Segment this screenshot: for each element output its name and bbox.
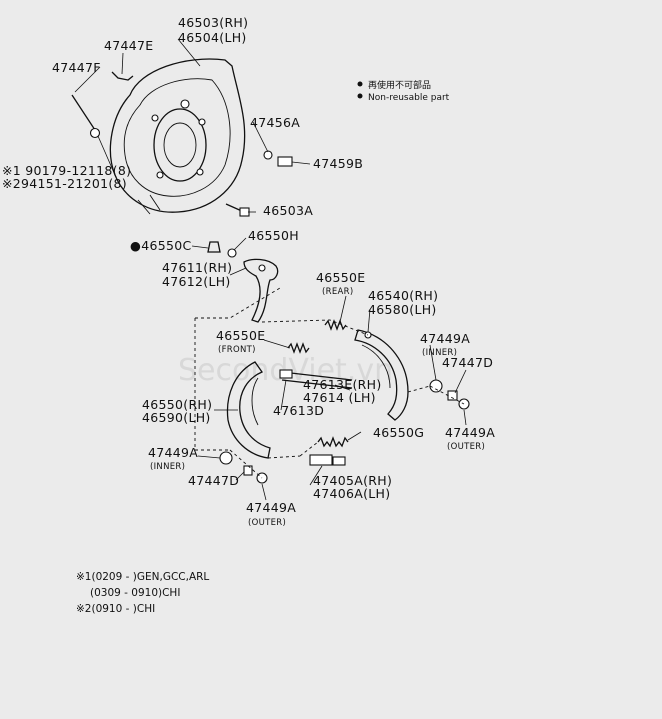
label-46503-rh: 46503(RH) — [178, 15, 248, 30]
bolt-47447f — [71, 94, 101, 139]
label-outer-bottom: (OUTER) — [248, 518, 286, 528]
washer-47456a — [263, 150, 273, 160]
label-46590-lh: 46590(LH) — [142, 410, 211, 425]
label-94151: ※294151-21201(8) — [2, 176, 127, 191]
strut-47405a — [309, 454, 346, 466]
label-46550e-front: 46550E — [216, 328, 265, 343]
label-47614-lh: 47614 (LH) — [303, 390, 376, 405]
label-46550h: 46550H — [248, 228, 299, 243]
legend-line-1: 再使用不可部品 — [368, 79, 431, 91]
label-outer-right: (OUTER) — [447, 442, 485, 452]
legend: 再使用不可部品 Non-reusable part — [357, 79, 450, 103]
label-46503a: 46503A — [263, 203, 313, 218]
label-47613e-rh: 47613E(RH) — [303, 377, 382, 392]
label-47611-rh: 47611(RH) — [162, 260, 232, 275]
label-front: (FRONT) — [218, 345, 256, 355]
label-46550g: 46550G — [373, 425, 424, 440]
spring-47447d-left — [243, 465, 253, 476]
label-47613d: 47613D — [273, 403, 324, 418]
bullet-icon — [357, 81, 363, 87]
note-1: ※1(0209 - )GEN,GCC,ARL — [76, 571, 209, 583]
label-47447d-left: 47447D — [188, 473, 239, 488]
label-47406a-lh: 47406A(LH) — [313, 486, 390, 501]
note-3: ※2(0910 - )CHI — [76, 603, 155, 615]
label-47447f: 47447F — [52, 60, 101, 75]
label-47612-lh: 47612(LH) — [162, 274, 231, 289]
backing-plate — [109, 58, 246, 215]
label-46550-rh: 46550(RH) — [142, 397, 212, 412]
label-47449a-inner-left: 47449A — [148, 445, 198, 460]
label-rear: (REAR) — [322, 287, 353, 297]
brake-shoe-46550 — [226, 361, 271, 459]
bolt-46503a — [225, 203, 250, 217]
spring-46550e-rear — [324, 319, 347, 331]
label-47405a-rh: 47405A(RH) — [313, 473, 392, 488]
label-47447e: 47447E — [104, 38, 153, 53]
bolt-47459b — [277, 156, 311, 167]
pin-46550h — [227, 248, 237, 258]
label-47449a-inner-right: 47449A — [420, 331, 470, 346]
note-2: (0309 - 0910)CHI — [90, 587, 180, 599]
clip-46550c — [207, 241, 221, 253]
label-47449a-outer-right: 47449A — [445, 425, 495, 440]
cup-47449a-inner-right — [429, 379, 443, 393]
bullet-icon — [357, 93, 363, 99]
spring-46550g — [317, 436, 349, 448]
label-46540-rh: 46540(RH) — [368, 288, 438, 303]
spring-46550e-front — [287, 342, 310, 354]
cup-47449a-inner-left — [219, 451, 233, 465]
label-46550c: ●46550C — [130, 238, 192, 253]
label-47447d-right: 47447D — [442, 355, 493, 370]
label-47449a-outer-bottom: 47449A — [246, 500, 296, 515]
parking-lever-47611 — [243, 258, 279, 323]
label-47459b: 47459B — [313, 156, 363, 171]
label-inner-left: (INNER) — [150, 462, 185, 472]
label-90179: ※1 90179-12118(8) — [2, 163, 131, 178]
label-46580-lh: 46580(LH) — [368, 302, 437, 317]
label-46504-lh: 46504(LH) — [178, 30, 247, 45]
legend-line-2: Non-reusable part — [368, 93, 450, 103]
label-inner-right: (INNER) — [422, 348, 457, 358]
label-46550e-rear: 46550E — [316, 270, 365, 285]
bracket-47447e — [111, 71, 134, 81]
label-47456a: 47456A — [250, 115, 300, 130]
